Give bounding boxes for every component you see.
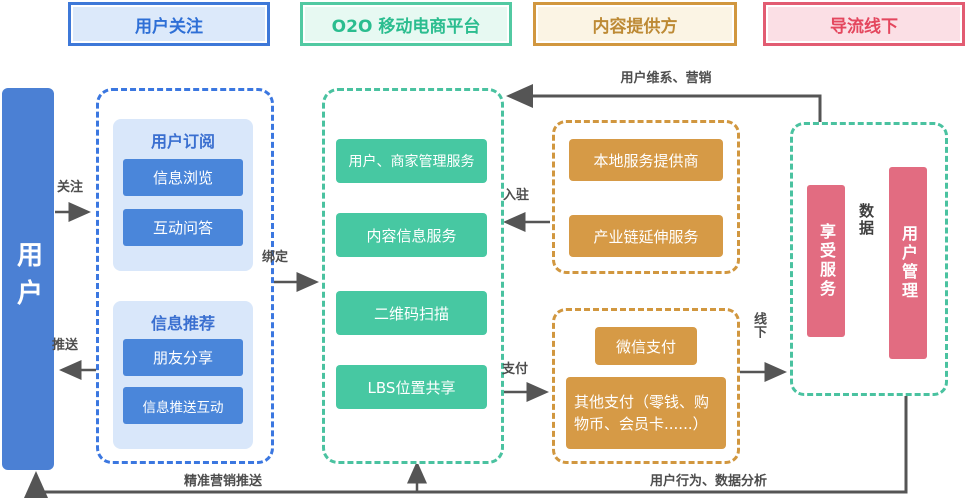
data-label: 数据 bbox=[857, 203, 875, 237]
box-user-merchant-mgmt: 用户、商家管理服务 bbox=[336, 139, 487, 183]
header-content-provider: 内容提供方 bbox=[533, 2, 737, 46]
box-industry-chain-service: 产业链延伸服务 bbox=[569, 215, 723, 257]
subscribe-title: 用户订阅 bbox=[150, 132, 215, 151]
box-friend-share: 朋友分享 bbox=[123, 339, 243, 376]
group-providers: 本地服务提供商 产业链延伸服务 bbox=[552, 120, 740, 274]
group-payments: 微信支付 其他支付（零钱、购物币、会员卡......） bbox=[552, 308, 740, 464]
group-o2o-platform: 用户、商家管理服务 内容信息服务 二维码扫描 LBS位置共享 bbox=[322, 88, 504, 464]
box-user-management: 用户管理 bbox=[889, 167, 927, 359]
edge-label-pay: 支付 bbox=[502, 362, 529, 377]
box-info-browse: 信息浏览 bbox=[123, 159, 243, 196]
panel-recommend: 信息推荐 朋友分享 信息推送互动 bbox=[113, 301, 253, 449]
edge-label-bottom-left: 精准营销推送 bbox=[184, 474, 263, 489]
edge-label-join: 入驻 bbox=[503, 188, 530, 203]
group-user-follow: 用户订阅 信息浏览 互动问答 信息推荐 朋友分享 信息推送互动 bbox=[96, 88, 274, 464]
box-local-service-provider: 本地服务提供商 bbox=[569, 139, 723, 181]
edge-label-offline: 线下 bbox=[751, 312, 766, 338]
box-content-info-service: 内容信息服务 bbox=[336, 213, 487, 257]
edge-label-bottom-right: 用户行为、数据分析 bbox=[650, 474, 768, 489]
box-qr-scan: 二维码扫描 bbox=[336, 291, 487, 335]
header-offline-diversion: 导流线下 bbox=[763, 2, 965, 46]
panel-subscribe: 用户订阅 信息浏览 互动问答 bbox=[113, 119, 253, 271]
header-user-follow: 用户关注 bbox=[68, 2, 270, 46]
edge-label-follow: 关注 bbox=[57, 180, 84, 195]
recommend-title: 信息推荐 bbox=[150, 314, 215, 333]
edge-label-bind: 绑定 bbox=[262, 250, 289, 265]
box-info-push-interact: 信息推送互动 bbox=[123, 387, 243, 424]
box-interactive-qa: 互动问答 bbox=[123, 209, 243, 246]
user-bar: 用户 bbox=[2, 88, 54, 470]
box-wechat-pay: 微信支付 bbox=[595, 327, 697, 365]
user-bar-label: 用户 bbox=[12, 241, 43, 317]
box-other-pay: 其他支付（零钱、购物币、会员卡......） bbox=[566, 377, 726, 449]
header-o2o-platform: O2O 移动电商平台 bbox=[300, 2, 512, 46]
box-enjoy-service: 享受服务 bbox=[807, 185, 845, 337]
group-offline: 享受服务 用户管理 数据 bbox=[790, 122, 948, 396]
edge-label-top-feedback: 用户维系、营销 bbox=[620, 71, 712, 86]
edge-label-push: 推送 bbox=[52, 338, 79, 353]
box-lbs-share: LBS位置共享 bbox=[336, 365, 487, 409]
